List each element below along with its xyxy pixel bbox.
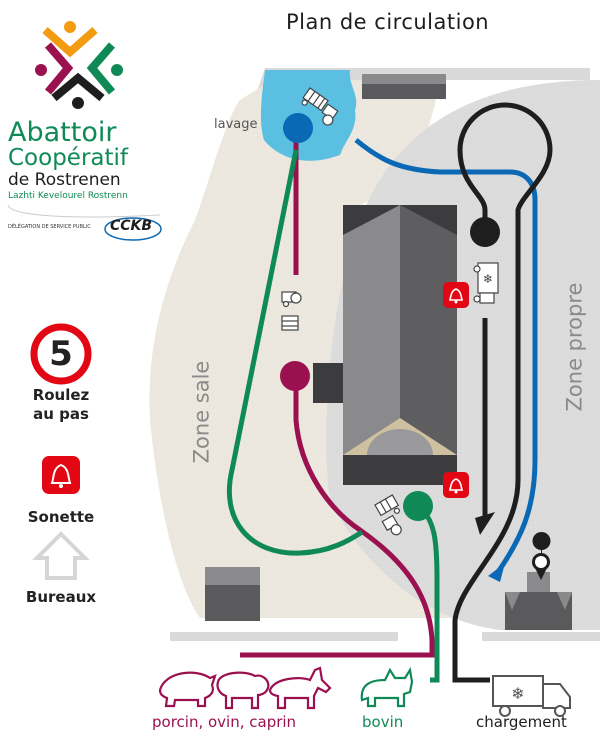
route-chargement-arrow — [475, 512, 495, 535]
route-chargement — [452, 102, 553, 683]
logo-swoosh — [7, 204, 161, 218]
logo-line-3: de Rostrenen — [8, 170, 121, 190]
building-bottom-left-base — [205, 585, 260, 621]
route-lavage — [354, 138, 538, 574]
building-top — [362, 74, 446, 84]
footer-chargement-label: chargement — [476, 713, 567, 731]
cow-icon — [360, 666, 414, 708]
speed-limit-sign — [30, 323, 92, 385]
logo-mark — [35, 21, 123, 109]
road-bottom-right — [482, 632, 600, 641]
pig-icon — [158, 671, 217, 708]
location-pin-icon — [532, 532, 551, 580]
porcin-stop — [280, 361, 310, 391]
building-bottom-left — [205, 567, 260, 585]
footer-porcin-label: porcin, ovin, caprin — [152, 713, 297, 731]
zone-propre-label: Zone propre — [562, 282, 587, 412]
cckb-swoosh — [104, 217, 162, 241]
zone-sale-label: Zone sale — [189, 360, 214, 464]
bovin-stop — [403, 491, 433, 521]
refrigerated-truck-icon: ❄ — [492, 675, 571, 717]
tractor-icon — [281, 291, 302, 331]
legend-speed-label-2: au pas — [33, 405, 89, 423]
speed-limit-value: 5 — [49, 334, 73, 374]
bell-icon — [443, 472, 469, 498]
refrigerated-truck-icon: ❄ — [473, 262, 499, 304]
logo-line-1: Abattoir — [8, 117, 117, 148]
route-lavage-arrow — [488, 563, 505, 582]
road-bottom-left — [170, 632, 398, 641]
goat-icon — [268, 666, 332, 710]
lavage-label: lavage — [214, 117, 258, 132]
svg-text:❄: ❄ — [483, 272, 493, 286]
tractor-icon — [374, 494, 402, 536]
legend-bell-label: Sonette — [27, 508, 95, 526]
logo-line-2: Coopératif — [8, 145, 129, 171]
main-building — [313, 205, 457, 485]
lavage-stop — [283, 113, 313, 143]
office-building — [505, 572, 572, 630]
page-title: Plan de circulation — [286, 10, 490, 34]
legend-speed-label: Roulez au pas — [14, 386, 108, 424]
footer-bovin-label: bovin — [362, 713, 404, 731]
delegation-text: DÉLÉGATION DE SERVICE PUBLIC — [8, 224, 91, 230]
bell-icon — [42, 456, 80, 494]
legend-house-label: Bureaux — [25, 588, 97, 606]
bell-icon — [443, 282, 469, 308]
logo-text: Abattoir Coopératif de Rostrenen Lazhti … — [8, 117, 168, 203]
building-top-base — [362, 84, 446, 99]
cckb-logo: CCKB — [110, 218, 153, 234]
legend-speed-label-1: Roulez — [32, 386, 90, 404]
sheep-icon — [216, 671, 270, 710]
svg-text:❄: ❄ — [511, 684, 524, 703]
tractor-icon — [301, 87, 339, 126]
logo-line-4: Lazhti Kevelourel Rostrenn — [8, 191, 128, 201]
house-icon — [32, 531, 90, 580]
wash-area — [260, 70, 357, 161]
chargement-stop — [470, 217, 500, 247]
